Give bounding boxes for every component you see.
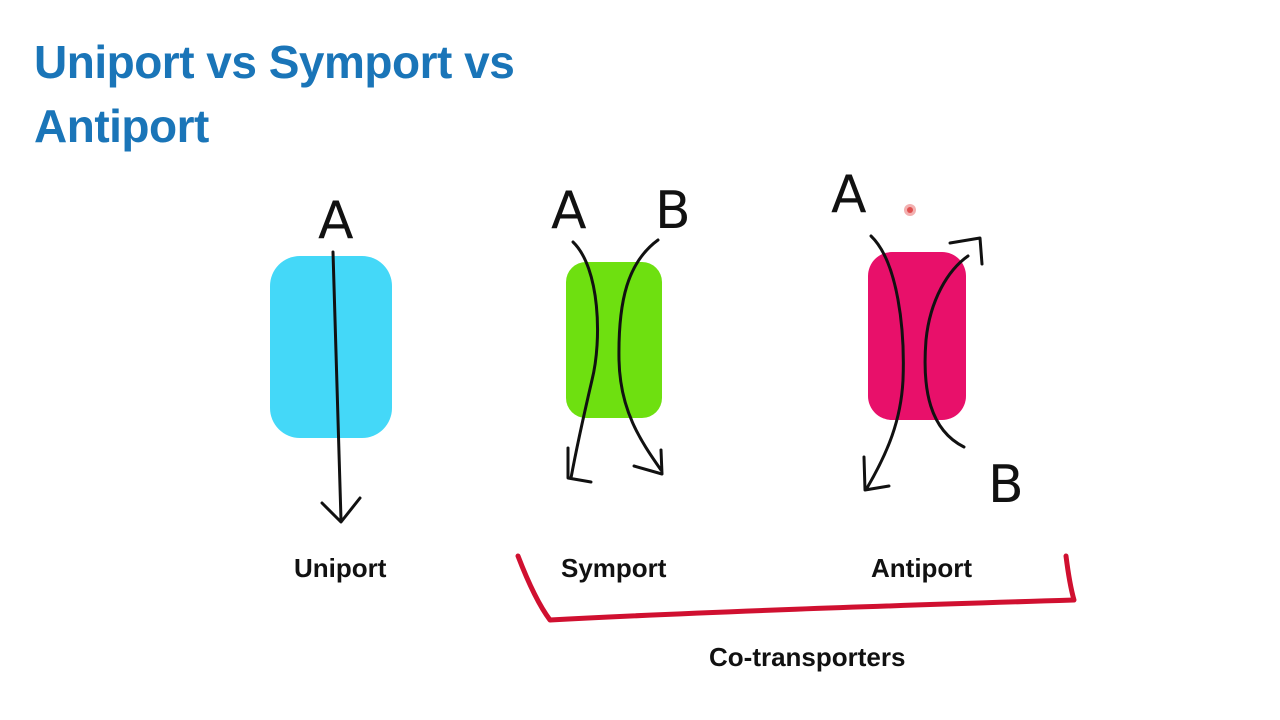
antiport-molecule-b: B <box>988 455 1024 515</box>
co-transporters-label: Co-transporters <box>709 642 906 672</box>
laser-pointer-icon <box>904 204 916 216</box>
uniport-protein <box>270 256 392 438</box>
symport-label: Symport <box>561 553 667 583</box>
symport-arrow-b <box>617 238 664 476</box>
symport-arrow-a <box>566 240 599 484</box>
uniport-arrow-a <box>320 250 362 524</box>
antiport-arrow-a <box>862 234 905 492</box>
page-title: Uniport vs Symport vs Antiport <box>34 36 515 152</box>
co-transporters-bracket <box>515 553 1077 623</box>
antiport-label: Antiport <box>871 553 973 583</box>
antiport-molecule-a: A <box>831 165 867 225</box>
symport-molecule-a: A <box>551 181 587 241</box>
antiport-protein <box>868 252 966 420</box>
symport-protein <box>566 262 662 418</box>
uniport-label: Uniport <box>294 553 387 583</box>
antiport-arrow-b <box>923 236 984 449</box>
uniport-molecule-a: A <box>318 191 354 251</box>
symport-molecule-b: B <box>655 181 691 241</box>
